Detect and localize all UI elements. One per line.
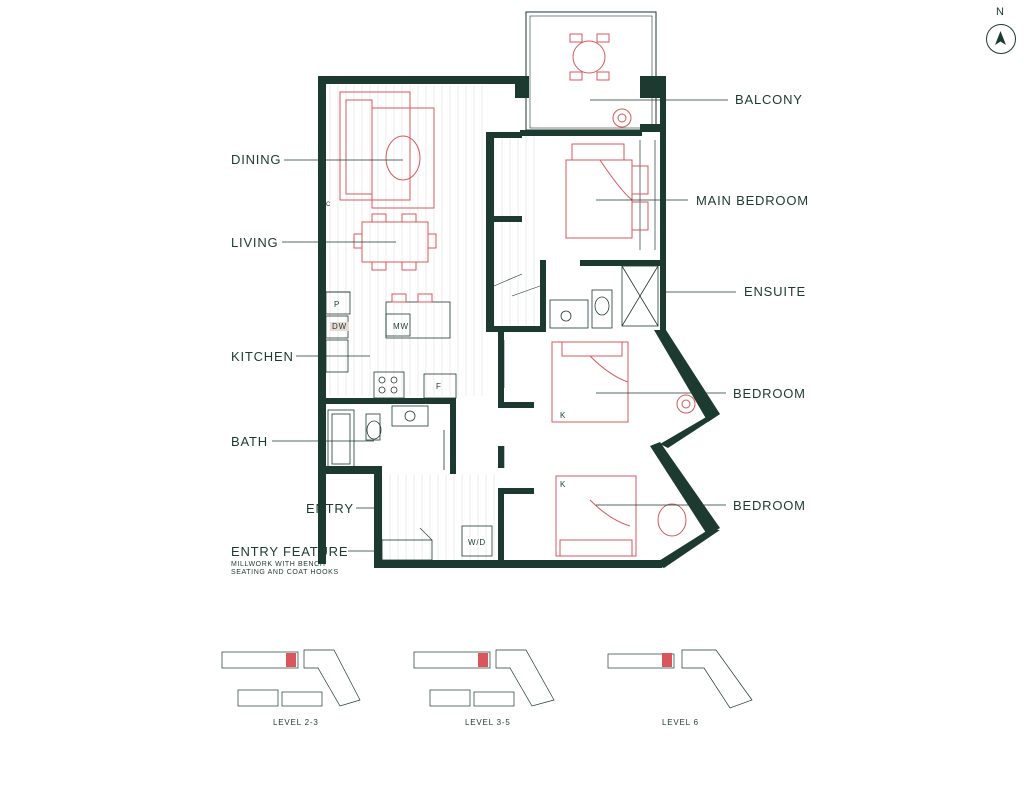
unit-highlight <box>286 653 296 667</box>
ensuite-fixtures <box>549 265 659 329</box>
dishwasher-label: DW <box>330 322 349 331</box>
fridge-label: F <box>436 382 442 391</box>
leader-lines <box>272 99 736 552</box>
label-bedroom: BEDROOM <box>733 386 806 401</box>
key-plan-level-3-5 <box>413 649 555 707</box>
entry-feature-note: MILLWORK WITH BENCH <box>231 561 326 568</box>
unit-highlight <box>478 653 488 667</box>
washer-dryer-label: W/D <box>468 538 486 547</box>
microwave-label: MW <box>393 322 409 331</box>
bed-icon <box>551 341 629 423</box>
windows <box>330 79 656 250</box>
main-bed-icon <box>565 143 649 239</box>
label-kitchen: KITCHEN <box>231 349 294 364</box>
label-entry-feature: ENTRY FEATURE <box>231 544 349 559</box>
washer-dryer <box>461 525 493 557</box>
label-dining: DINING <box>231 152 282 167</box>
plant-icon <box>612 108 696 414</box>
balcony-outline <box>525 11 657 131</box>
level-label: LEVEL 6 <box>662 718 699 727</box>
level-label: LEVEL 3-5 <box>465 718 511 727</box>
bed-icon <box>555 475 687 557</box>
label-balcony: BALCONY <box>735 92 803 107</box>
north-label: N <box>996 6 1004 18</box>
label-ensuite: ENSUITE <box>744 284 806 299</box>
bath-fixtures <box>327 405 445 470</box>
label-living: LIVING <box>231 235 279 250</box>
label-entry: ENTRY <box>306 501 354 516</box>
pantry-label: P <box>334 300 341 309</box>
label-bath: BATH <box>231 434 268 449</box>
key-plan-level-2-3 <box>221 649 361 707</box>
entry-feature-note: SEATING AND COAT HOOKS <box>231 569 339 576</box>
north-arrow-icon <box>986 24 1016 54</box>
entry-feature <box>381 539 433 561</box>
balcony-table-icon <box>569 33 610 81</box>
level-label: LEVEL 2-3 <box>273 718 319 727</box>
k-label: K <box>560 480 567 489</box>
key-plan-level-6 <box>607 649 753 709</box>
door-swings <box>419 273 541 541</box>
sofa-icon <box>339 91 435 209</box>
unit-highlight <box>662 653 672 667</box>
label-main-bedroom: MAIN BEDROOM <box>696 193 809 208</box>
bar-stools-icon <box>391 293 433 303</box>
label-bedroom: BEDROOM <box>733 498 806 513</box>
closet-label: C <box>326 202 332 208</box>
k-label: K <box>560 411 567 420</box>
